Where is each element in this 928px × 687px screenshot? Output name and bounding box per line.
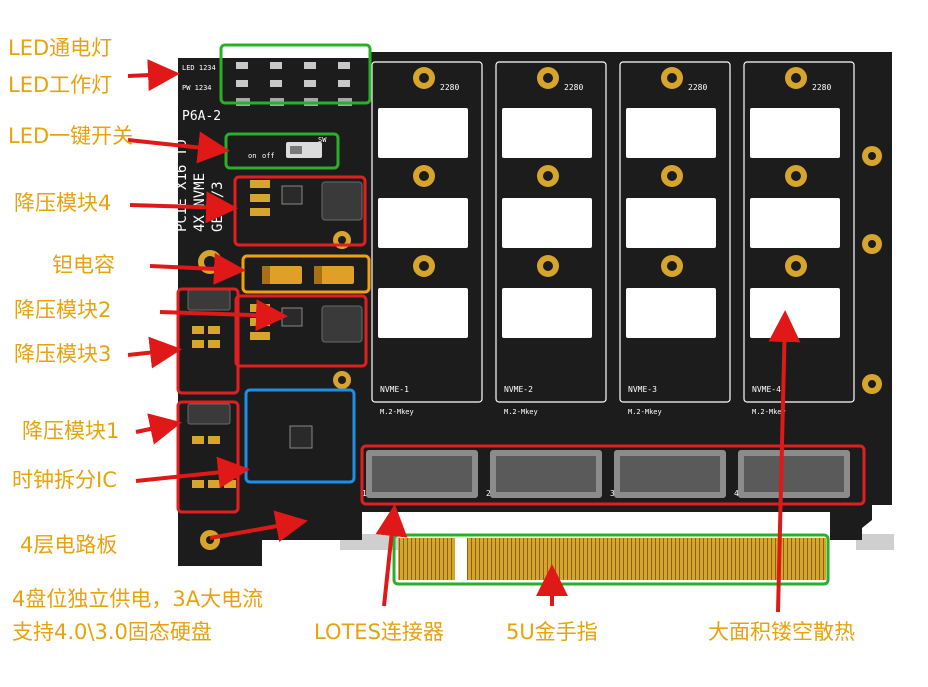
callout-arrows [127, 59, 801, 613]
arrow-tantalum [149, 252, 246, 285]
arrow-buck3 [127, 336, 182, 369]
arrow-led [127, 59, 180, 92]
nvme-slot-panels [371, 61, 855, 403]
callout-boxes [176, 43, 866, 586]
slot-4-number: 4 [734, 489, 739, 498]
arrow-clock-ic [135, 456, 250, 489]
bracket-edge [856, 534, 894, 550]
label-power-line1: 4盘位独立供电，3A大电流 [12, 587, 264, 611]
slot-3-size: 2280 [688, 83, 707, 92]
callout-clock-ic-box [244, 388, 356, 484]
arrow-switch [127, 131, 230, 164]
label-tantalum: 钽电容 [52, 253, 115, 277]
tantalum-capacitor-2-band [314, 266, 322, 284]
slot-1-number: 1 [362, 489, 367, 498]
slot-4-size: 2280 [812, 83, 831, 92]
arrow-lotes [375, 504, 408, 607]
arrow-layers [209, 510, 308, 542]
slide-switch-knob [290, 146, 302, 154]
slot-3-name: NVME-3 [628, 385, 657, 394]
lotes-connectors [366, 450, 850, 498]
arrow-buck2 [159, 299, 288, 332]
slot-2-number: 2 [486, 489, 491, 498]
callout-led-box [219, 43, 372, 105]
slot-3-key: M.2-Mkey [628, 408, 662, 416]
slot-4-name: NVME-4 [752, 385, 781, 394]
label-led-switch: LED一键开关 [8, 124, 134, 148]
switch-on-label: on [248, 152, 256, 160]
slot-1-key: M.2-Mkey [380, 408, 414, 416]
tantalum-capacitor-1 [262, 266, 302, 284]
arrow-buck1 [135, 413, 182, 445]
label-buck3: 降压模块3 [14, 342, 112, 366]
switch-silk-label: SW [318, 136, 327, 144]
slot-2-size: 2280 [564, 83, 583, 92]
slot-1-size: 2280 [440, 83, 459, 92]
mounting-holes [198, 67, 882, 550]
slot-3-number: 3 [610, 489, 615, 498]
board-model: P6A-2 [182, 109, 221, 124]
slot-2-key: M.2-Mkey [504, 408, 538, 416]
callout-goldfinger-box [392, 533, 830, 586]
callout-buck2-box [234, 294, 368, 368]
arrow-heat [768, 310, 801, 613]
led-silk-label-1: LED 1234 [182, 64, 216, 72]
slot-4-key: M.2-Mkey [752, 408, 786, 416]
label-buck1: 降压模块1 [22, 419, 120, 443]
slot-2-name: NVME-2 [504, 385, 533, 394]
label-gold-finger: 5U金手指 [506, 620, 598, 644]
pcie-silk-1: PCIE X16 TO [174, 139, 190, 232]
label-buck2: 降压模块2 [14, 298, 112, 322]
pcie-silk-2: 4X NVME [192, 173, 208, 232]
label-heat-dissipation: 大面积镂空散热 [708, 620, 855, 644]
tantalum-capacitor-1-band [262, 266, 270, 284]
label-buck4: 降压模块4 [14, 191, 112, 215]
label-layers: 4层电路板 [20, 533, 118, 557]
switch-off-label: off [262, 152, 275, 160]
label-clock-ic: 时钟拆分IC [12, 468, 117, 492]
gold-finger-key-notch [455, 536, 467, 580]
label-lotes: LOTES连接器 [314, 620, 444, 644]
label-power-line2: 支持4.0\3.0固态硬盘 [12, 620, 212, 644]
label-led-work: LED工作灯 [8, 73, 113, 97]
arrow-buck4 [129, 191, 238, 224]
slot-1-name: NVME-1 [380, 385, 409, 394]
tantalum-capacitor-2 [314, 266, 354, 284]
led-silk-label-2: PW 1234 [182, 84, 212, 92]
label-led-power: LED通电灯 [8, 36, 113, 60]
gold-finger-contacts [398, 538, 826, 580]
callout-lotes-box [360, 444, 866, 506]
